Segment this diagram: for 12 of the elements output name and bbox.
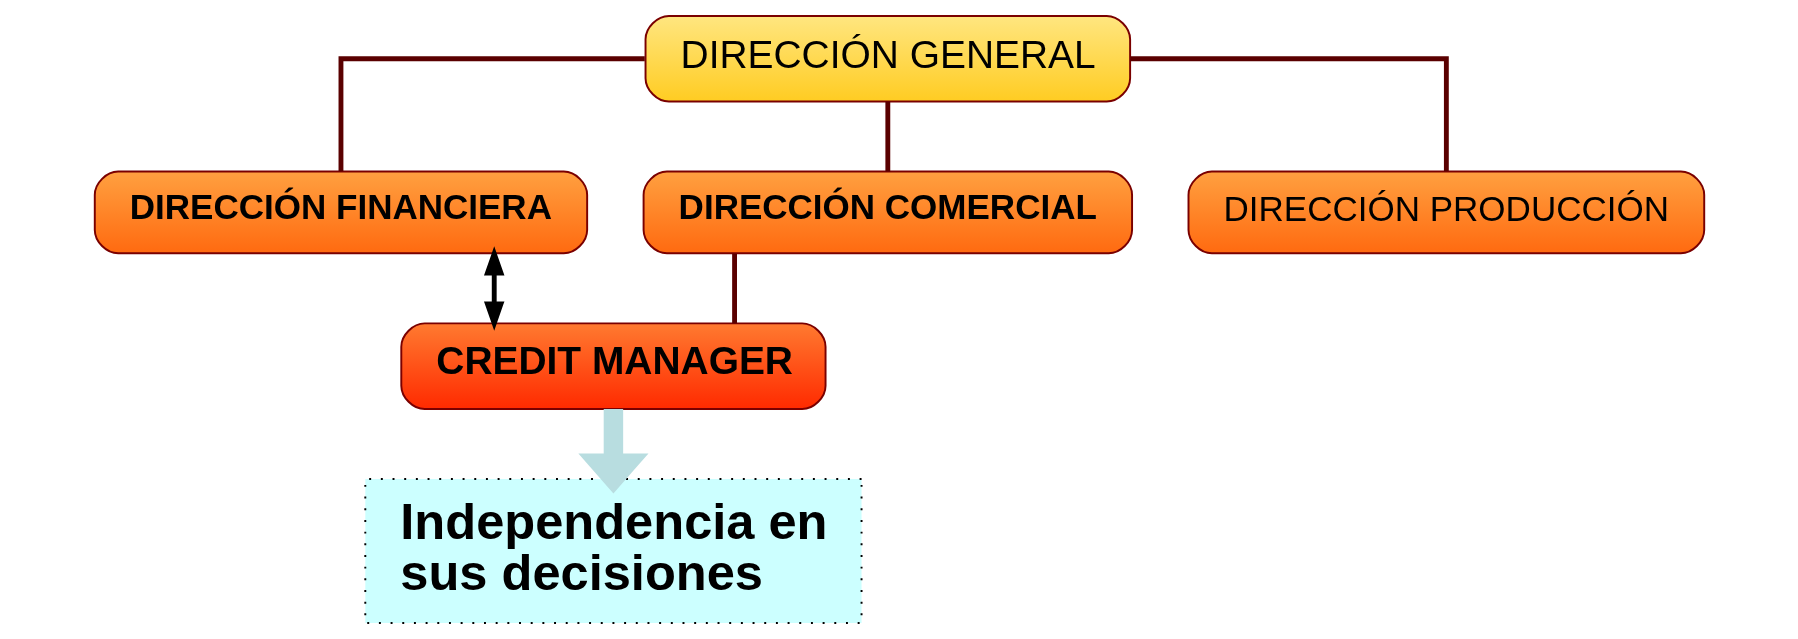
connector	[731, 253, 737, 324]
arrow	[483, 246, 504, 331]
connector	[338, 56, 645, 172]
connector	[1129, 56, 1449, 172]
node-box: DIRECCIÓN GENERAL	[644, 14, 1131, 103]
connector	[884, 101, 890, 172]
arrow	[577, 409, 648, 494]
node-box: DIRECCIÓN COMERCIAL	[642, 170, 1133, 255]
node-box: DIRECCIÓN PRODUCCIÓN	[1187, 170, 1705, 255]
node-box: CREDIT MANAGER	[399, 322, 827, 410]
node-box: Independencia en sus decisiones	[363, 478, 863, 625]
node-box: DIRECCIÓN FINANCIERA	[93, 170, 588, 255]
